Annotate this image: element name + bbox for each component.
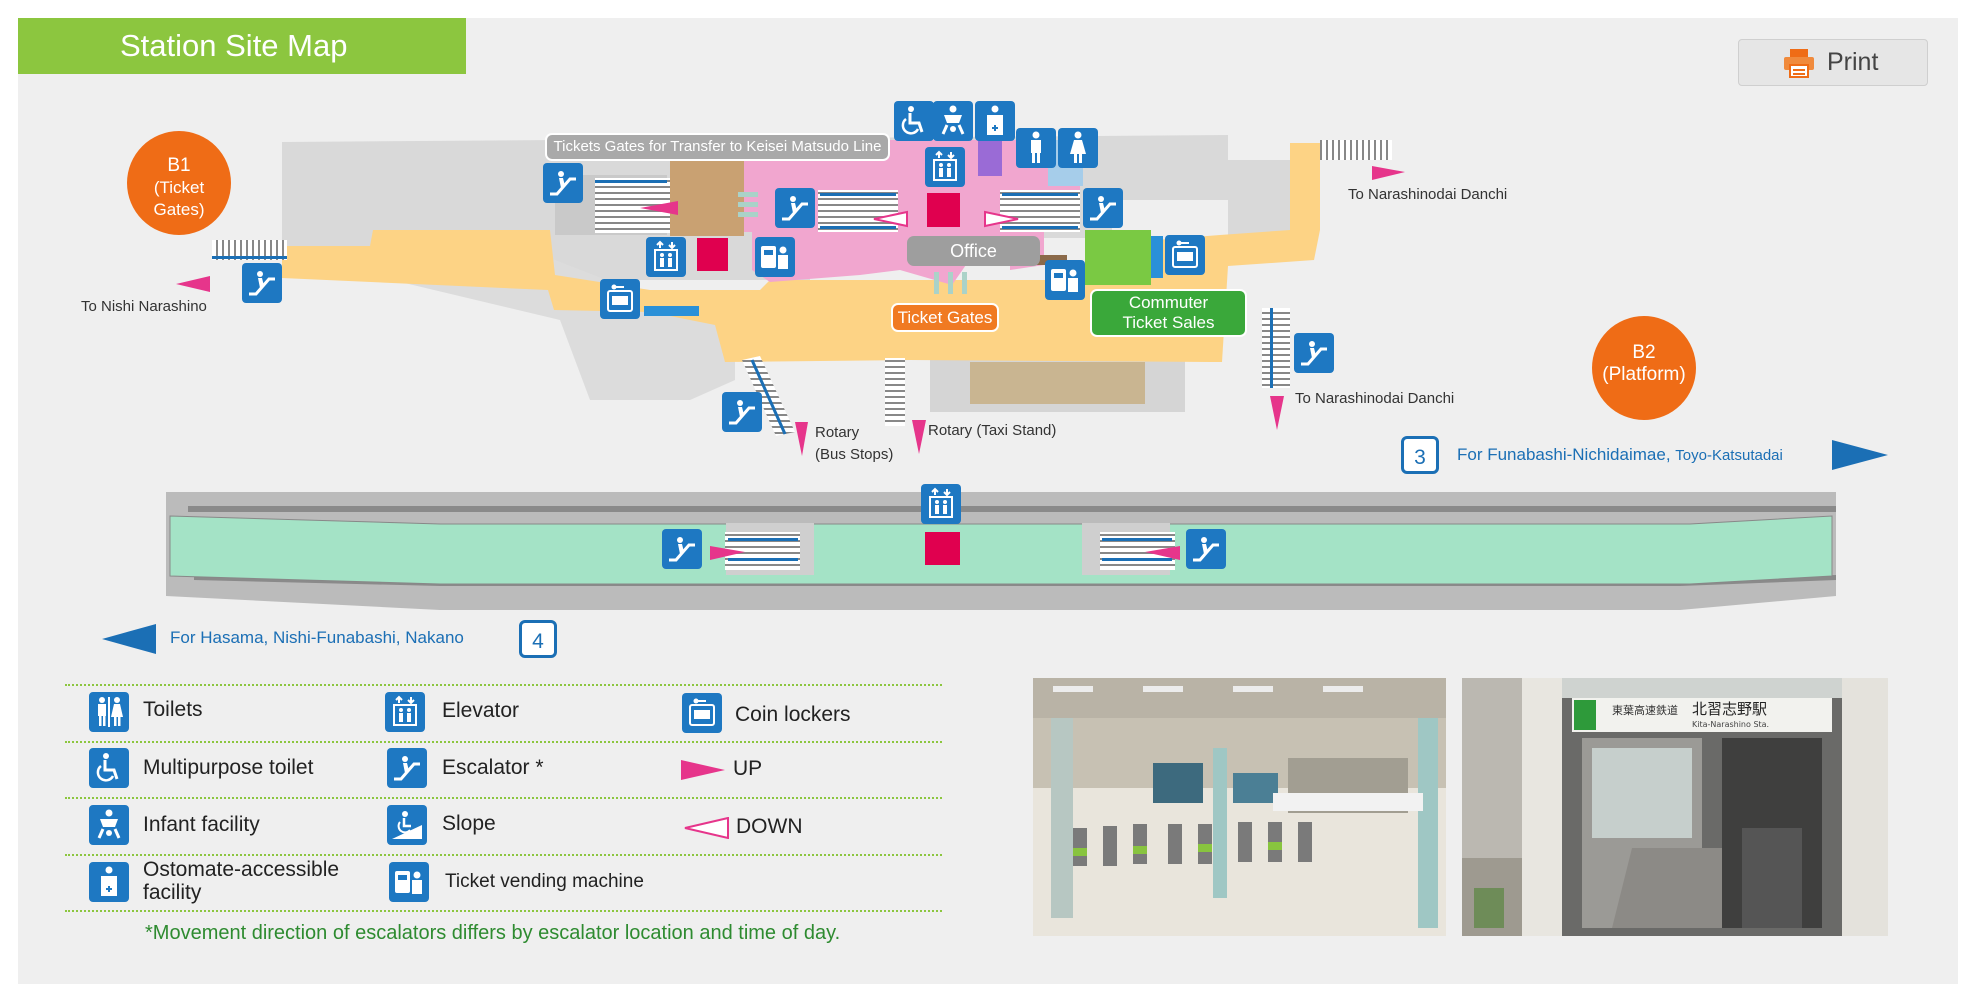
legend-multipurpose-toilet: Multipurpose toilet [143,756,314,779]
track3-dest-main: For Funabashi-Nichidaimae, [1457,445,1671,464]
multipurpose-toilet-icon [894,101,934,141]
legend-ostomate-line1: Ostomate-accessible [143,858,340,881]
legend-ostomate-icon [89,862,129,902]
legend-infant-facility: Infant facility [143,813,260,836]
escalator-icon [543,163,583,203]
ticket-vending-icon [755,237,795,277]
legend-divider [65,741,942,743]
legend-divider [65,684,942,686]
floor-b1-code: B1 [167,155,191,176]
track3-arrow [1832,440,1888,470]
escalator-icon [775,188,815,228]
ticket-vending-icon [1045,260,1085,300]
legend-ticket-vending: Ticket vending machine [445,871,644,892]
to-narashinodai-right-label: To Narashinodai Danchi [1295,390,1455,407]
elevator-icon [921,484,961,524]
commuter-line2: Ticket Sales [1122,313,1215,332]
legend-coin-locker-icon [682,693,722,733]
print-button-label: Print [1827,48,1879,76]
to-narashinodai-top-label: To Narashinodai Danchi [1348,186,1508,203]
rotary-bus-line2: (Bus Stops) [815,446,894,463]
escalator-icon [1186,529,1226,569]
legend-slope-icon [387,805,427,845]
floor-b2-marker: B2 (Platform) [1592,316,1696,420]
legend-ostomate: Ostomate-accessible facility [143,858,339,904]
escalator-icon [662,529,702,569]
legend-slope: Slope [442,812,496,835]
legend-divider [65,910,942,912]
floor-b1-marker: B1 (Ticket Gates) [127,131,231,235]
rotary-bus-label: Rotary (Bus Stops) [815,422,893,466]
escalator-icon [722,392,762,432]
legend-toilets: Toilets [143,698,203,721]
to-nishi-narashino-label: To Nishi Narashino [81,298,207,315]
sign-company-jp: 東葉高速鉄道 [1612,703,1678,717]
men-toilet-icon [1016,128,1056,168]
sign-station-en: Kita-Narashino Sta. [1692,720,1769,729]
escalator-icon [1083,188,1123,228]
legend-elevator: Elevator [442,699,520,722]
track4-number: 4 [519,620,557,658]
legend-divider [65,854,942,856]
commuter-line1: Commuter [1128,293,1209,312]
transfer-gates-label: Tickets Gates for Transfer to Keisei Mat… [545,133,890,161]
floor-b2-name: (Platform) [1602,364,1686,385]
infant-facility-icon [933,101,973,141]
floor-b2-code: B2 [1632,342,1656,363]
coin-locker-icon [600,279,640,319]
track4-arrow [102,624,156,654]
track3-dest-sub: Toyo-Katsutadai [1675,447,1783,464]
legend-ticket-vending-icon [389,862,429,902]
escalator-icon [1294,333,1334,373]
up-arrow-narashinodai-top [1372,166,1405,180]
track3-number: 3 [1401,436,1439,474]
legend-coin-lockers: Coin lockers [735,703,851,726]
ostomate-icon [975,101,1015,141]
rotary-bus-line1: Rotary [815,424,860,441]
photo-ticket-gates [1033,678,1446,936]
rotary-taxi-label: Rotary (Taxi Stand) [928,422,1057,439]
track4-destination: For Hasama, Nishi-Funabashi, Nakano [170,628,464,647]
up-arrow-nishi-narashino [176,276,210,292]
legend-down-arrow-icon [684,817,729,839]
legend-up: UP [733,757,763,780]
legend-multipurpose-toilet-icon [89,748,129,788]
coin-locker-icon [1165,235,1205,275]
legend-escalator: Escalator * [442,756,544,779]
legend-infant-icon [89,805,129,845]
legend-elevator-icon [385,692,425,732]
ticket-gates-label: Ticket Gates [891,303,999,332]
escalator-note: *Movement direction of escalators differ… [145,922,841,944]
legend-escalator-icon [387,748,427,788]
photo-station-entrance: 東葉高速鉄道 北習志野駅 Kita-Narashino Sta. [1462,678,1888,936]
legend-toilets-icon [89,692,129,732]
elevator-icon [646,237,686,277]
page-title: Station Site Map [18,18,466,74]
legend-down: DOWN [736,815,803,838]
escalator-icon [242,263,282,303]
elevator-icon [925,147,965,187]
legend-up-arrow-icon [681,760,725,780]
floor-b1-name: (Ticket Gates) [153,178,205,219]
commuter-ticket-sales-label: Commuter Ticket Sales [1090,289,1247,337]
women-toilet-icon [1058,128,1098,168]
office-label: Office [907,236,1040,266]
track3-destination: For Funabashi-Nichidaimae, Toyo-Katsutad… [1457,445,1783,465]
legend-ostomate-line2: facility [143,881,202,904]
printer-icon [1784,49,1814,78]
sign-station-jp: 北習志野駅 [1692,700,1767,718]
print-button[interactable]: Print [1738,39,1928,86]
legend-divider [65,797,942,799]
